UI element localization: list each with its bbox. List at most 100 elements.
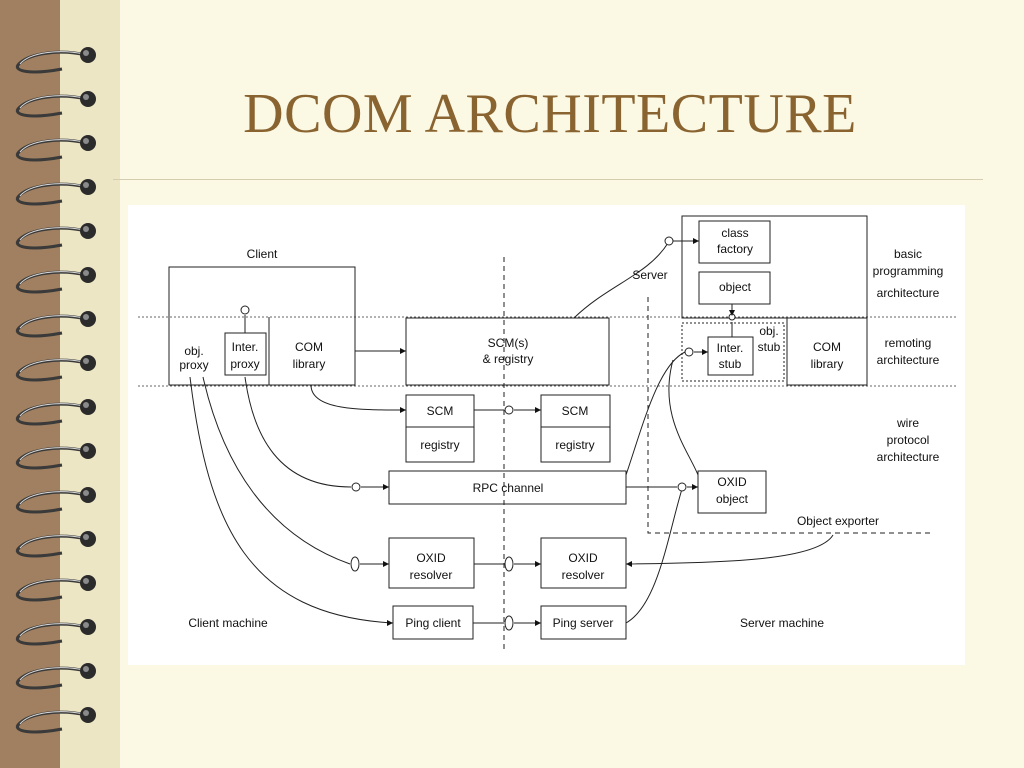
dcom-diagram: Client Server Object exporter obj. proxy… — [138, 215, 958, 653]
interface-circle-oxid-object — [677, 482, 687, 492]
arrowhead — [626, 561, 632, 567]
class-factory-label-2: factory — [717, 242, 753, 256]
client-machine-label: Client machine — [188, 616, 268, 630]
spiral-ring — [15, 487, 96, 514]
diagram-panel: Client Server Object exporter obj. proxy… — [128, 205, 965, 665]
arrowhead — [535, 561, 541, 567]
object-label: object — [719, 280, 752, 294]
scm-registry-main-label-2: & registry — [483, 352, 534, 366]
oxid-resolver-server-label-2: resolver — [562, 568, 605, 582]
basic-architecture-label-3: architecture — [877, 286, 940, 300]
spiral-ring — [15, 91, 96, 118]
ping-client-label: Ping client — [405, 616, 461, 630]
object-exporter-label: Object exporter — [797, 514, 879, 528]
scm-client-box — [405, 394, 475, 463]
com-library-server-box — [786, 317, 868, 386]
ping-server-to-oxid-curve — [625, 488, 683, 624]
arrowhead — [383, 561, 389, 567]
oxid-resolver-server-label-1: OXID — [568, 551, 598, 565]
wire-architecture-label-1: wire — [896, 416, 919, 430]
com-to-scm-curve — [310, 384, 407, 411]
inter-stub-box — [707, 336, 754, 376]
binding-strip — [0, 0, 60, 768]
interface-circle-class-factory — [664, 236, 674, 246]
spiral-ring — [15, 267, 96, 294]
interface-circle-stub — [684, 347, 694, 357]
spiral-ring — [15, 135, 96, 162]
arrowhead — [729, 310, 735, 316]
inter-proxy-label-1: Inter. — [232, 340, 259, 354]
scm-server-label: SCM — [562, 404, 589, 418]
remoting-architecture-label-2: architecture — [877, 353, 940, 367]
basic-architecture-label-1: basic — [894, 247, 922, 261]
arrowhead — [702, 349, 708, 355]
proxy-to-oxid-resolver-curve — [202, 376, 351, 565]
interface-circle-rpc — [351, 482, 361, 492]
spiral-ring — [15, 663, 96, 690]
obj-proxy-label-1: obj. — [184, 344, 203, 358]
arrowhead — [400, 348, 406, 354]
obj-proxy-label-2: proxy — [179, 358, 208, 372]
spiral-ring — [15, 399, 96, 426]
stub-to-oxid-curve — [668, 359, 699, 476]
spiral-ring — [15, 223, 96, 250]
client-group-box — [168, 266, 356, 386]
oxid-object-label-1: OXID — [717, 475, 747, 489]
arrowhead — [383, 484, 389, 490]
slide-title: DCOM ARCHITECTURE — [243, 83, 857, 145]
registry-server-label: registry — [555, 438, 594, 452]
arrowhead — [692, 484, 698, 490]
com-library-server-label-1: COM — [813, 340, 841, 354]
com-library-client-label-1: COM — [295, 340, 323, 354]
spiral-ring — [15, 443, 96, 470]
server-label: Server — [632, 268, 667, 282]
binding-edge — [60, 0, 120, 768]
spiral-ring — [15, 47, 96, 74]
arrowhead — [535, 407, 541, 413]
interface-circle-scm — [504, 405, 514, 415]
client-label: Client — [247, 247, 278, 261]
scm-client-label: SCM — [427, 404, 454, 418]
inter-stub-label-1: Inter. — [717, 341, 744, 355]
arrowhead — [400, 407, 406, 413]
interface-ellipse-oxid-client — [350, 556, 360, 572]
spiral-ring — [15, 179, 96, 206]
inter-stub-label-2: stub — [719, 357, 742, 371]
wire-architecture-label-3: architecture — [877, 450, 940, 464]
spiral-ring — [15, 311, 96, 338]
spiral-ring — [15, 355, 96, 382]
object-exporter-boundary — [647, 297, 930, 534]
arrowhead — [387, 620, 393, 626]
exporter-to-oxid-resolver-curve — [625, 534, 834, 565]
class-factory-box — [698, 220, 771, 264]
remoting-architecture-label-1: remoting — [885, 336, 932, 350]
oxid-object-label-2: object — [716, 492, 749, 506]
oxid-resolver-client-label-1: OXID — [416, 551, 446, 565]
proxy-to-rpc-curve — [244, 376, 352, 488]
interface-circle-client — [240, 305, 250, 315]
interface-ellipse-ping-boundary — [504, 615, 514, 631]
obj-stub-label-1: obj. — [759, 324, 778, 338]
com-library-server-label-2: library — [811, 357, 844, 371]
basic-architecture-label-2: programming — [873, 264, 944, 278]
spiral-ring — [15, 575, 96, 602]
object-box — [698, 271, 771, 305]
class-factory-label-1: class — [721, 226, 748, 240]
oxid-resolver-client-box — [388, 537, 475, 589]
com-library-client-label-2: library — [293, 357, 326, 371]
obj-stub-label-2: stub — [758, 340, 781, 354]
oxid-resolver-client-label-2: resolver — [410, 568, 453, 582]
arrowhead — [535, 620, 541, 626]
ping-server-label: Ping server — [553, 616, 614, 630]
spiral-ring — [15, 531, 96, 558]
server-group-box — [681, 215, 868, 319]
oxid-resolver-server-box — [540, 537, 627, 589]
arrowhead — [693, 238, 699, 244]
scm-to-server-curve — [573, 242, 669, 319]
scm-registry-main-label-1: SCM(s) — [488, 336, 529, 350]
rpc-to-stub-curve — [625, 351, 686, 476]
registry-client-label: registry — [420, 438, 459, 452]
interface-ellipse-oxid-boundary — [504, 556, 514, 572]
title-divider — [113, 179, 983, 180]
